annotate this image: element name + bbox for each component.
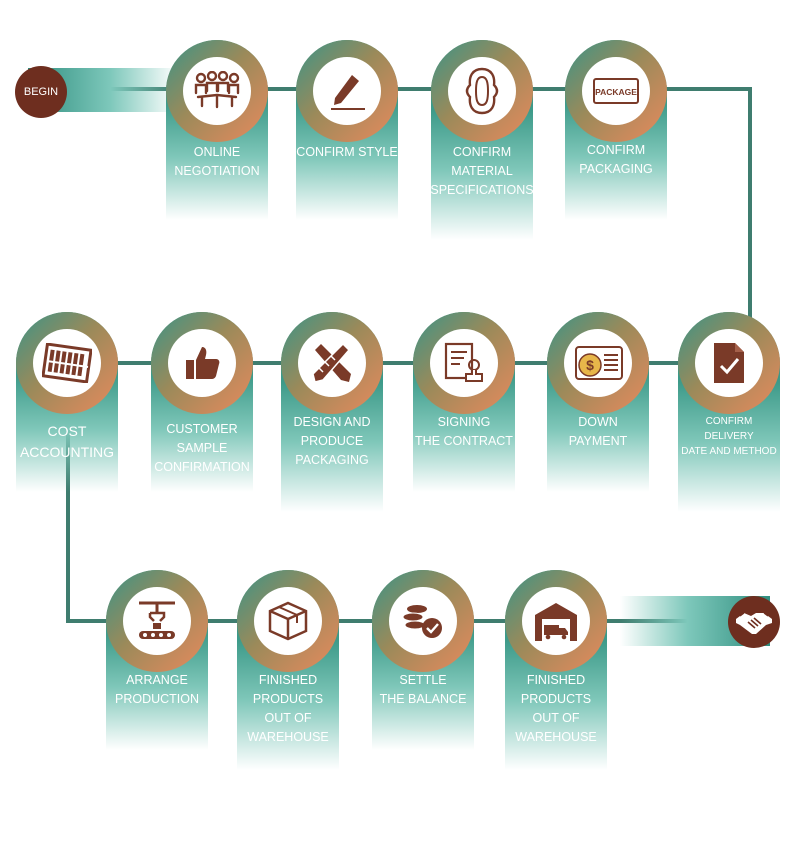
handshake-icon [736,612,772,634]
contract-stamp-icon [444,342,483,382]
step-label-line: COST [47,423,87,439]
step-label: ARRANGE PRODUCTION [98,671,216,709]
svg-text:$: $ [586,357,594,373]
step-label-line: SAMPLE [176,441,228,455]
step-label-line: CONFIRM [452,145,512,159]
step-label: SETTLE THE BALANCE [364,671,482,709]
step-label-line: ONLINE [193,145,241,159]
warehouse-truck-icon [535,603,577,641]
step-label: DESIGN AND PRODUCE PACKAGING [273,413,391,470]
step-icon-disc [313,57,381,125]
step-label-line: CONFIRMATION [154,460,250,474]
step-label-line: PAYMENT [568,434,628,448]
step-label-line: FINISHED [526,673,586,687]
box-icon [268,601,308,641]
step-label-line: ACCOUNTING [19,444,115,460]
track-left-vertical [66,361,70,623]
track-right-vertical [748,87,752,365]
step-label: CONFIRM DELIVERY DATE AND METHOD [670,414,788,459]
step-label-line: MATERIAL [451,164,513,178]
step-label: CONFIRM MATERIAL SPECIFICATIONS [423,143,541,200]
step-label-line: WAREHOUSE [515,730,597,744]
step-label-line: FINISHED [258,673,318,687]
package-label-text: PACKAGE [595,87,637,97]
step-label-line: PACKAGING [579,162,653,176]
step-icon-disc [522,587,590,655]
document-check-icon [714,343,744,383]
step-label-line: CONFIRM [586,143,646,157]
thumbs-up-icon [186,347,220,379]
step-label-line: SPECIFICATIONS [430,183,534,197]
step-label: CUSTOMER SAMPLE CONFIRMATION [143,420,261,477]
end-badge [728,596,780,648]
step-label: ONLINE NEGOTIATION [158,143,276,181]
step-label-line: WAREHOUSE [247,730,329,744]
step-label-line: THE CONTRACT [415,434,513,448]
meeting-icon [194,71,240,109]
pen-icon [331,75,365,110]
step-icon-disc [33,329,101,397]
step-label-line: OUT OF [532,711,580,725]
step-icon-disc [695,329,763,397]
step-label-line: DOWN [578,415,618,429]
step-icon-disc: PACKAGE [582,57,650,125]
step-label-line: DELIVERY [704,431,754,442]
step-label: CONFIRM STYLE [288,143,406,162]
begin-badge: BEGIN [15,66,67,118]
step-label-line: CUSTOMER [166,422,238,436]
robot-arm-conveyor-icon [139,601,175,639]
step-label-line: CONFIRM STYLE [296,145,398,159]
package-label-icon: PACKAGE [593,78,639,104]
step-label-line: PRODUCTION [114,692,200,706]
track-row1 [60,87,752,91]
step-label: DOWN PAYMENT [539,413,657,451]
step-label-line: ARRANGE [126,673,188,687]
step-icon-disc [168,329,236,397]
step-label-line: SIGNING [437,415,491,429]
step-label-line: DATE AND METHOD [681,446,777,457]
step-label-line: PRODUCTS [520,692,592,706]
step-label-line: PRODUCE [300,434,364,448]
step-icon-disc [430,329,498,397]
pencil-ruler-icon [312,342,351,383]
step-icon-disc [298,329,366,397]
step-label-line: SETTLE [399,673,447,687]
track-row2 [66,361,752,365]
step-icon-disc [123,587,191,655]
coins-check-icon [402,605,442,638]
abacus-icon [42,343,92,383]
begin-label: BEGIN [23,86,59,98]
money-icon: $ [575,346,623,380]
step-icon-disc [183,57,251,125]
sanitary-pad-icon [465,67,499,115]
step-icon-disc: $ [564,329,632,397]
step-label: CONFIRM PACKAGING [557,141,675,179]
step-label-line: CONFIRM [705,416,753,427]
step-label: COST ACCOUNTING [8,421,126,463]
step-label-line: DESIGN AND [293,415,371,429]
step-label-line: OUT OF [264,711,312,725]
step-icon-disc [448,57,516,125]
step-icon-disc [254,587,322,655]
step-label-line: NEGOTIATION [174,164,260,178]
step-label-line: PACKAGING [295,453,369,467]
step-icon-disc [389,587,457,655]
step-label-line: PRODUCTS [252,692,324,706]
step-label-line: THE BALANCE [379,692,467,706]
step-label: FINISHED PRODUCTS OUT OF WAREHOUSE [229,671,347,747]
step-label: FINISHED PRODUCTS OUT OF WAREHOUSE [497,671,615,747]
step-label: SIGNING THE CONTRACT [405,413,523,451]
